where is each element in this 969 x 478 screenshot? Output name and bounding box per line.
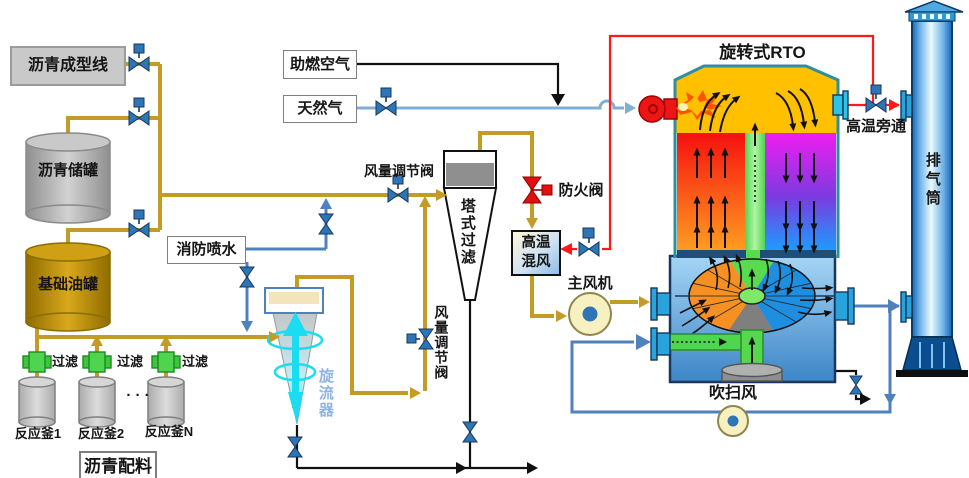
- bypass-nozzle: [832, 90, 849, 120]
- reactor-1: [18, 376, 56, 428]
- asphalt-storage-tank: [25, 132, 111, 224]
- valve-base-oil: [128, 209, 150, 238]
- distributor-flow-arrows: [679, 253, 834, 339]
- rto-flanges: [650, 287, 855, 361]
- asphalt-tank-label: 沥青储罐: [37, 162, 98, 180]
- reactor-vessels: [18, 376, 185, 428]
- rto-unit: [638, 64, 855, 384]
- valve-cyclone-drain: [287, 436, 303, 458]
- valve-hot-bypass: [865, 84, 887, 113]
- cyclone-separator: [264, 287, 324, 425]
- filter-icon-3: [151, 351, 181, 373]
- fire-water-box: 消防喷水: [167, 236, 246, 264]
- tower-filter-label: 塔式过滤: [458, 198, 476, 266]
- rto-title: 旋转式RTO: [719, 43, 806, 63]
- filter-label-2: 过滤: [116, 354, 143, 370]
- valves: [128, 43, 887, 458]
- purge-fan-label: 吹扫风: [708, 385, 757, 403]
- hot-mix-box: 高温 混风: [511, 230, 561, 276]
- damper-main-label: 风量调节阀: [364, 162, 434, 179]
- valve-rto-drain: [849, 375, 863, 395]
- valve-fire-water-duct: [318, 213, 334, 235]
- stack-flanges: [900, 90, 913, 323]
- valve-natural-gas: [375, 87, 397, 116]
- tower-filter: [442, 150, 498, 301]
- valve-storage-tank: [128, 97, 150, 126]
- batching-box: 沥青配料: [79, 451, 157, 478]
- flow-arrow-gas: [625, 102, 636, 114]
- valve-damper-branch: [406, 328, 434, 350]
- combustion-air-box: 助燃空气: [283, 50, 357, 79]
- flow-arrows-red: [560, 99, 900, 255]
- reactor-n-label: 反应釜N: [144, 424, 194, 440]
- base-oil-tank: [25, 242, 111, 332]
- reactor-1-label: 反应釜1: [14, 426, 62, 442]
- cyclone-label: 旋流器: [316, 367, 334, 419]
- burner: [638, 95, 678, 123]
- reactor-dots: · · ·: [126, 387, 150, 405]
- inline-filters: [22, 351, 181, 373]
- purge-fan: [717, 405, 749, 437]
- valve-hot-mix-inlet: [578, 227, 600, 257]
- hot-mix-line1: 高温: [521, 235, 551, 252]
- hot-mix-line2: 混风: [521, 254, 551, 270]
- fire-damper-label: 防火阀: [558, 182, 604, 200]
- filter-icon-1: [22, 351, 52, 373]
- natural-gas-line: [357, 99, 624, 110]
- combustion-air-line: [355, 62, 560, 94]
- main-fan: [568, 292, 612, 336]
- valve-fire-water-header: [239, 266, 255, 288]
- damper-branch-label: 风量调节阀: [433, 304, 450, 380]
- main-fan-label: 主风机: [567, 275, 613, 293]
- exhaust-stack: [896, 0, 968, 377]
- rotor-shaft-and-motor: [721, 329, 783, 382]
- rto-combustion-chamber: [675, 66, 838, 133]
- reactor-2-label: 反应釜2: [77, 426, 125, 442]
- reactor-n: [147, 376, 185, 428]
- fire-damper-valve: [522, 176, 553, 204]
- hot-bypass-label: 高温旁通: [845, 118, 906, 136]
- base-oil-tank-label: 基础油罐: [37, 276, 98, 294]
- cyclone-swirl-arrows: [266, 312, 324, 424]
- flow-arrows-blue: [241, 198, 900, 405]
- flow-arrows-black: [456, 94, 871, 474]
- bed-flow-arrows: [693, 88, 819, 254]
- valve-damper-main: [387, 174, 409, 203]
- valve-forming-line: [128, 43, 150, 72]
- reactor-2: [78, 376, 116, 428]
- filter-label-1: 过滤: [51, 354, 78, 370]
- stack-cap: [904, 0, 964, 13]
- distributor-hub: [738, 287, 766, 305]
- filter-label-3: 过滤: [181, 354, 208, 370]
- stack-label: 排气筒: [923, 151, 941, 209]
- forming-line-box: 沥青成型线: [10, 46, 126, 86]
- purge-pipe: [663, 333, 743, 351]
- valve-tower-drain: [462, 421, 478, 443]
- flow-arrows-gold: [91, 189, 650, 399]
- filter-icon-2: [82, 351, 112, 373]
- natural-gas-box: 天然气: [283, 95, 357, 123]
- flame-icon: [676, 90, 722, 120]
